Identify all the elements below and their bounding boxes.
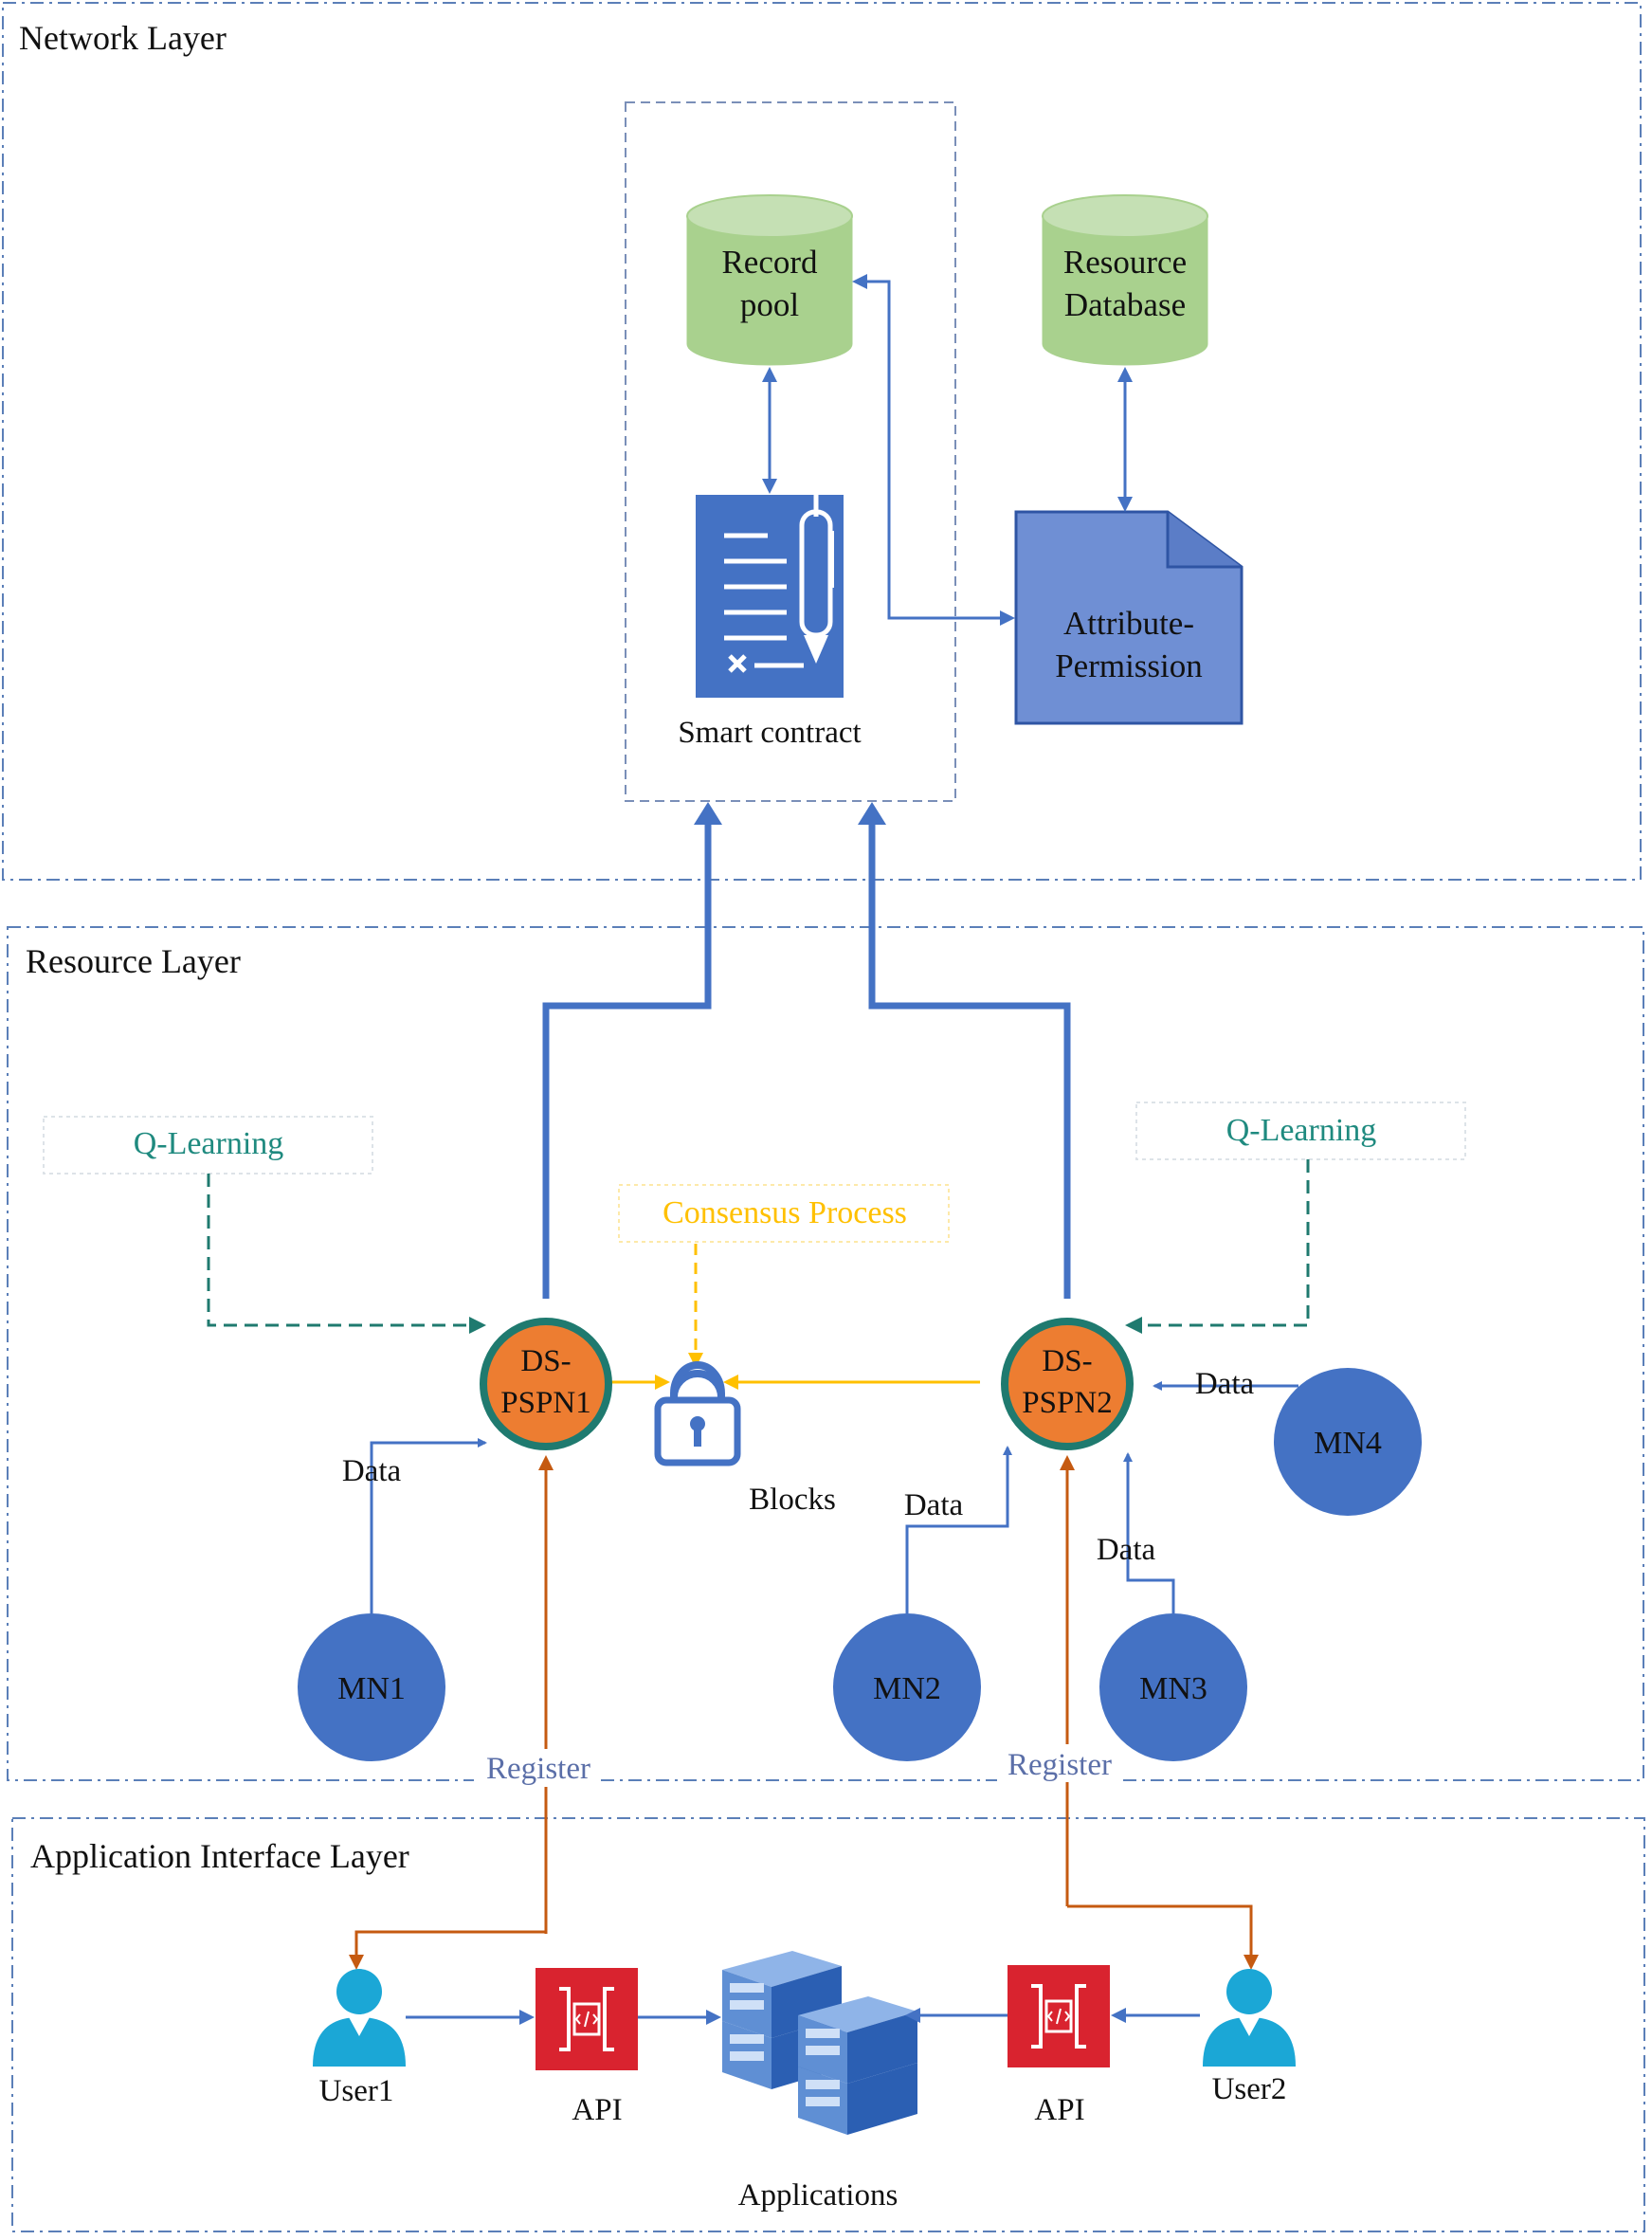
api-right-icon	[1008, 1965, 1110, 2067]
ds-pspn1-label-line2: PSPN1	[500, 1386, 590, 1420]
mn4-label: MN4	[1314, 1426, 1382, 1461]
user1-label: User1	[319, 2074, 394, 2108]
applications-label: Applications	[738, 2178, 899, 2213]
node2-upload-arrow	[858, 802, 1071, 1299]
user2-icon	[1203, 1969, 1296, 2067]
resource-database: Resource Database	[1042, 194, 1208, 366]
q-learning-left-arrow	[207, 1174, 486, 1334]
application-layer-title: Application Interface Layer	[30, 1837, 409, 1875]
mn3-node: MN3	[1099, 1613, 1247, 1761]
blocks-label: Blocks	[749, 1483, 836, 1517]
q-learning-right-label: Q-Learning	[1226, 1113, 1377, 1148]
q-learning-left-box	[43, 1116, 373, 1175]
mn3-data-label: Data	[1097, 1533, 1156, 1567]
mn1-node: MN1	[298, 1613, 445, 1761]
smart-contract-label: Smart contract	[678, 716, 861, 750]
node1-upload-arrow	[542, 802, 722, 1299]
mn1-data-label: Data	[342, 1454, 402, 1488]
register-left-label-bg	[474, 1749, 597, 1787]
register-right-label-bg	[997, 1744, 1120, 1782]
attribute-permission-document: Attribute- Permission	[1014, 510, 1244, 725]
attribute-permission-label-line1: Attribute-	[1063, 605, 1194, 642]
network-layer-frame	[2, 2, 1642, 881]
smart-contract-icon	[696, 495, 844, 698]
blocks-lock-icon	[654, 1361, 741, 1466]
record-pool-label-line2: pool	[740, 286, 800, 323]
user1-icon	[313, 1969, 406, 2067]
attribute-permission-label-line2: Permission	[1055, 647, 1203, 684]
q-learning-left-label: Q-Learning	[134, 1126, 284, 1161]
api-left-icon	[536, 1968, 638, 2070]
register-right-label: Register	[1008, 1748, 1112, 1782]
resource-database-label-line1: Resource	[1063, 244, 1187, 281]
mn2-node: MN2	[833, 1613, 981, 1761]
mn2-label: MN2	[873, 1671, 941, 1706]
register-right-to-user2-arrow	[1067, 1904, 1259, 1970]
api-right-label: API	[1034, 2093, 1084, 2127]
applications-server-icon	[722, 1951, 917, 2135]
ds-pspn2-label-line1: DS-	[1042, 1344, 1092, 1378]
ds-pspn2-label-line2: PSPN2	[1022, 1386, 1112, 1420]
record-pool-permission-arrow	[852, 274, 1015, 626]
consensus-process-box	[618, 1184, 950, 1243]
mn3-label: MN3	[1139, 1671, 1207, 1706]
resource-layer: Resource Layer	[7, 926, 1644, 1781]
q-learning-right-box	[1135, 1102, 1466, 1160]
record-pool-label-line1: Record	[721, 244, 818, 281]
mn3-data-arrow	[1123, 1452, 1175, 1613]
register-left-to-user1-arrow	[349, 1930, 546, 1970]
mn2-data-arrow	[905, 1446, 1012, 1613]
resource-database-label-line2: Database	[1064, 286, 1186, 323]
mn1-label: MN1	[337, 1671, 406, 1706]
blockchain-container	[625, 101, 956, 802]
mn2-data-label: Data	[904, 1488, 964, 1522]
api-left-label: API	[572, 2093, 622, 2127]
mn1-data-arrow	[370, 1438, 487, 1613]
resource-layer-frame	[7, 926, 1644, 1781]
mn4-node: MN4	[1274, 1368, 1422, 1516]
application-layer-frame	[11, 1817, 1645, 2232]
ds-pspn1-node: DS- PSPN1	[480, 1318, 612, 1450]
network-layer: Network Layer	[2, 2, 1642, 881]
q-learning-right-arrow	[1125, 1159, 1310, 1334]
application-layer: Application Interface Layer	[11, 1817, 1645, 2232]
ds-pspn1-label-line1: DS-	[520, 1344, 571, 1378]
network-layer-title: Network Layer	[19, 19, 227, 57]
mn4-data-label: Data	[1195, 1367, 1255, 1401]
user2-label: User2	[1212, 2072, 1287, 2106]
resource-layer-title: Resource Layer	[26, 942, 241, 980]
consensus-process-label: Consensus Process	[663, 1195, 907, 1230]
ds-pspn2-node: DS- PSPN2	[1001, 1318, 1134, 1450]
register-left-label: Register	[486, 1752, 590, 1786]
record-pool-database: Record pool	[686, 194, 853, 366]
